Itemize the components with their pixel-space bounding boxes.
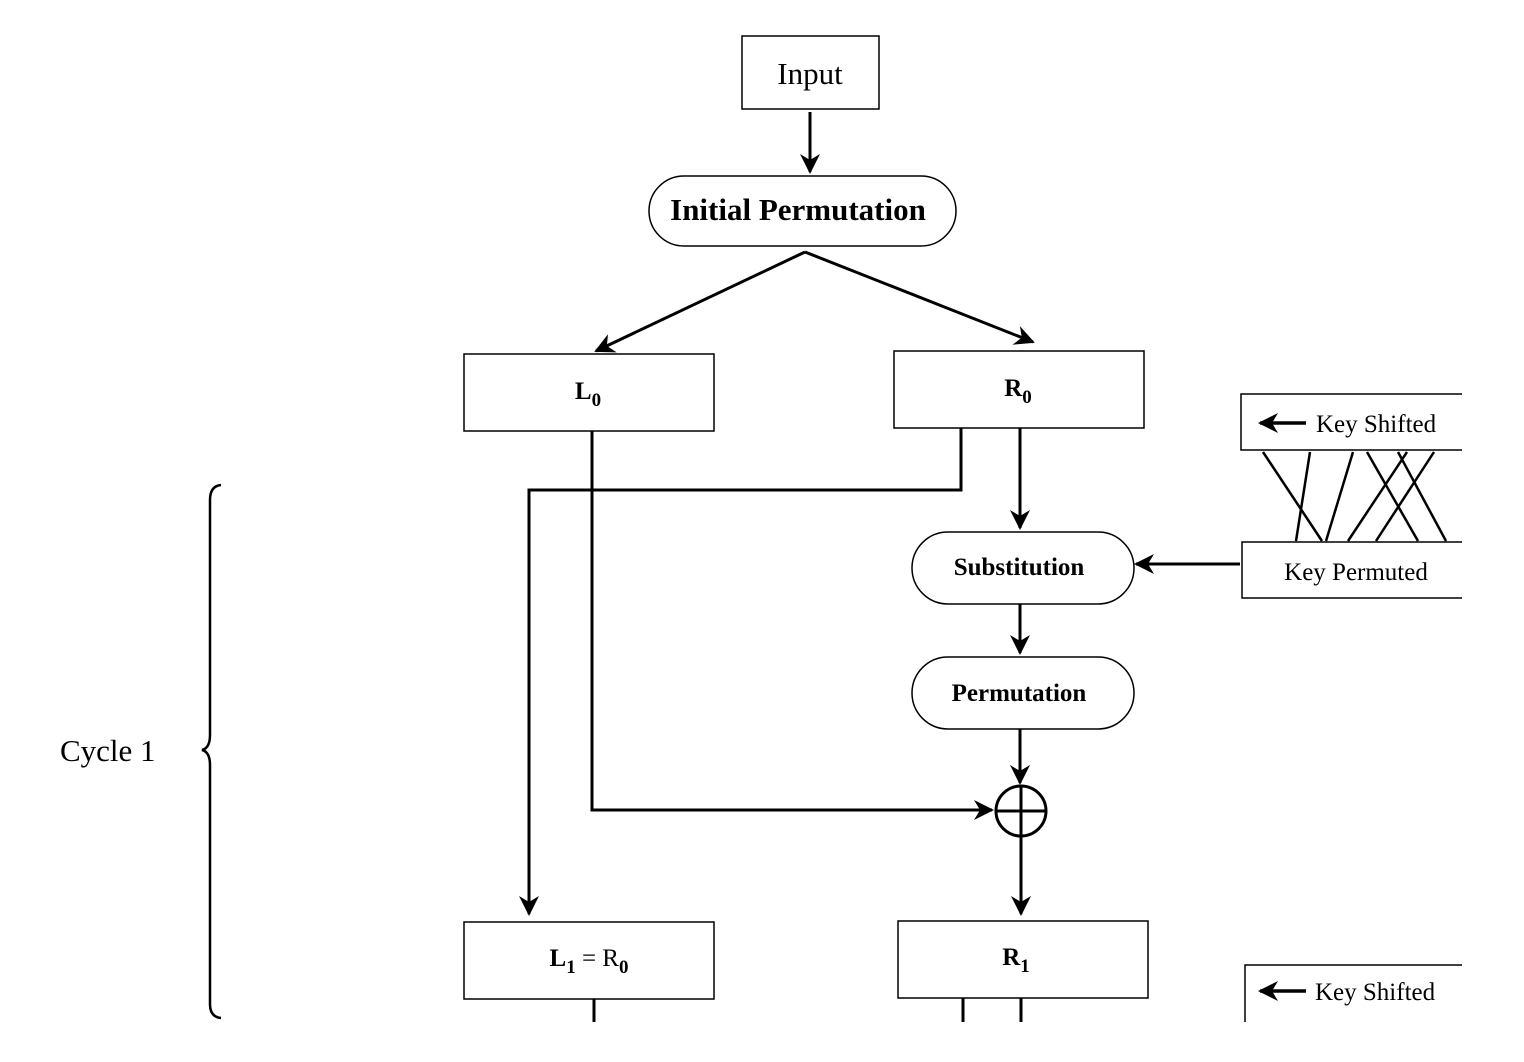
l0-label: L0: [575, 378, 601, 411]
circled-plus-icon: [994, 784, 1048, 838]
l1-node: L1 = R0: [463, 921, 715, 1000]
arrow-r0-to-l1: [519, 428, 963, 916]
permutation-label: Permutation: [952, 680, 1087, 707]
cycle-bracket: [201, 483, 222, 1020]
substitution-node: Substitution: [911, 531, 1135, 605]
input-node: Input: [741, 35, 880, 110]
r0-node: R0: [893, 350, 1145, 429]
substitution-label: Substitution: [954, 554, 1085, 581]
key-permuted-label: Key Permuted: [1284, 559, 1428, 586]
r1-node: R1: [897, 920, 1149, 999]
cycle-label: Cycle 1: [60, 733, 156, 768]
initial-permutation-node: Initial Permutation: [648, 175, 957, 247]
key-permuted-node: Key Permuted: [1241, 541, 1477, 599]
key-shifted-top-node: Key Shifted: [1240, 393, 1476, 451]
l0-node: L0: [463, 353, 715, 432]
input-label: Input: [777, 56, 843, 91]
r1-label: R1: [1002, 944, 1030, 977]
bottom-crop-mask: [0, 1022, 1524, 1062]
key-shifted-bottom-label: Key Shifted: [1315, 979, 1436, 1006]
right-crop-mask: [1462, 380, 1524, 1062]
arrow-ip-to-r0: [804, 250, 1035, 345]
arrow-l0-to-xor: [590, 431, 994, 820]
r0-label: R0: [1004, 375, 1032, 408]
arrow-ip-to-l0: [594, 250, 806, 353]
key-permutation-lines: [1261, 451, 1448, 542]
key-shifted-bottom-node: Key Shifted: [1244, 964, 1480, 1028]
permutation-node: Permutation: [911, 656, 1135, 730]
l1-label: L1 = R0: [550, 945, 629, 978]
initial-permutation-label: Initial Permutation: [670, 192, 926, 227]
key-shifted-top-label: Key Shifted: [1316, 411, 1437, 438]
